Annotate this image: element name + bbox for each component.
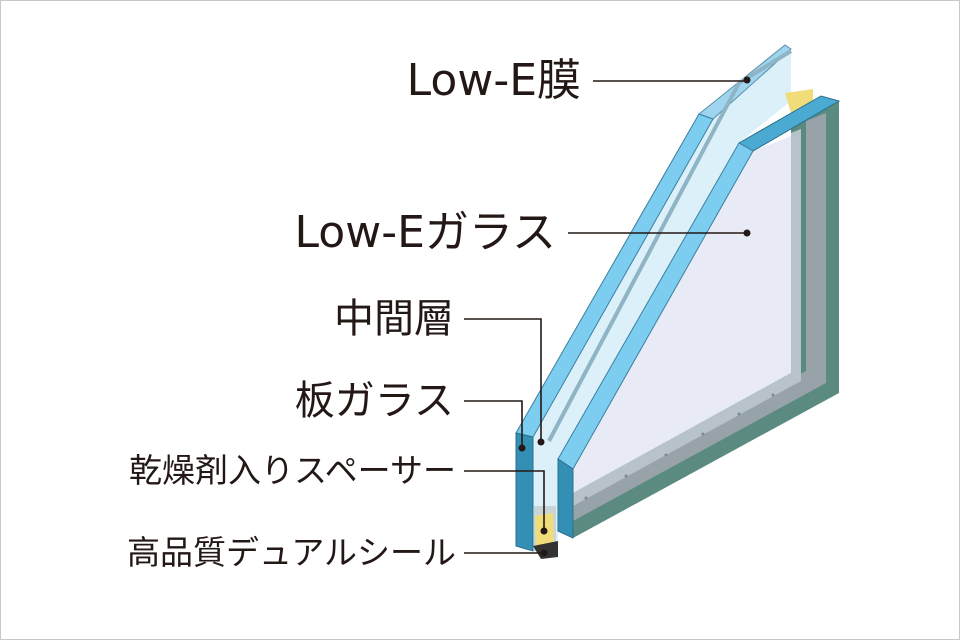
label-desiccant-spacer: 乾燥剤入りスペーサー	[128, 451, 456, 490]
spacer-frame-grey	[573, 113, 826, 521]
leader-spacer	[464, 470, 545, 531]
label-air-layer: 中間層	[334, 296, 454, 342]
spacer-frame-inner	[573, 129, 801, 506]
leader-air-layer	[464, 318, 542, 441]
label-low-e-glass: Low-Eガラス	[294, 207, 556, 258]
sheet-glass-side	[557, 458, 574, 539]
leader-dots	[518, 76, 751, 557]
low-e-glass-face	[533, 49, 791, 546]
interior-glass-face	[573, 136, 791, 493]
low-e-film-line	[547, 49, 793, 442]
label-dual-seal: 高品質デュアルシール	[126, 533, 456, 572]
leader-lines	[464, 80, 746, 554]
label-sheet-glass: 板ガラス	[294, 378, 454, 424]
leader-sheet-glass	[464, 400, 523, 447]
low-e-glass-side	[515, 432, 534, 552]
label-low-e-film: Low-E膜	[406, 55, 581, 106]
frame-rivets	[584, 393, 775, 500]
spacer-frame-outer	[573, 101, 839, 538]
